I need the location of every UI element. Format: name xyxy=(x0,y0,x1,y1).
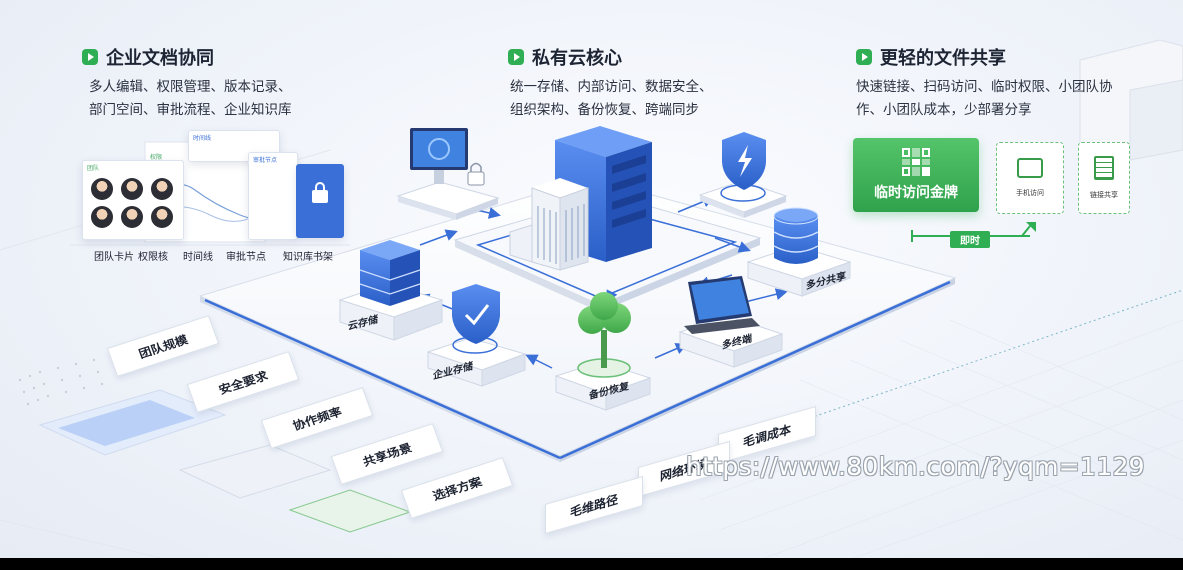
play-icon xyxy=(82,49,98,65)
lock-shackle xyxy=(315,182,325,192)
document-icon xyxy=(1094,156,1114,180)
avatar xyxy=(151,206,173,228)
bottom-bar xyxy=(0,558,1183,570)
play-icon xyxy=(508,49,524,65)
avatar xyxy=(91,206,113,228)
cloud-storage-stack-icon xyxy=(338,240,444,341)
section-desc-share: 快速链接、扫码访问、临时权限、小团队协 作、小团队成本，少部署分享 xyxy=(856,79,1113,118)
left-floor-panels xyxy=(38,389,412,533)
lock-icon xyxy=(312,190,328,203)
shield-lightning-icon xyxy=(698,132,788,218)
collab-label-team: 团队卡片 xyxy=(94,252,134,263)
collab-label-timeline: 时间线 xyxy=(183,252,213,263)
background-buildings xyxy=(1079,39,1183,161)
section-desc-core: 统一存储、内部访问、数据安全、 组织架构、备份恢复、跨端同步 xyxy=(510,79,713,118)
qr-code-icon xyxy=(902,148,930,176)
section-core: 私有云核心 统一存储、内部访问、数据安全、 组织架构、备份恢复、跨端同步 xyxy=(508,44,713,122)
instant-label: 即时 xyxy=(950,231,990,248)
knowledge-card xyxy=(296,164,344,238)
perm-card-header: 权限 xyxy=(150,154,163,161)
collab-label-approval: 审批节点 xyxy=(226,252,266,263)
monitor-lock-icon xyxy=(396,128,500,220)
chat-bubble-icon xyxy=(1017,158,1043,178)
enterprise-shield-icon xyxy=(426,284,527,387)
avatar xyxy=(121,206,143,228)
avatar xyxy=(151,178,173,200)
team-card: 团队 xyxy=(82,160,184,240)
section-title-core: 私有云核心 xyxy=(508,44,713,70)
section-desc-collab: 多人编辑、权限管理、版本记录、 部门空间、审批流程、企业知识库 xyxy=(89,79,292,118)
section-collab: 企业文档协同 多人编辑、权限管理、版本记录、 部门空间、审批流程、企业知识库 xyxy=(82,44,292,122)
avatar xyxy=(121,178,143,200)
section-title-collab: 企业文档协同 xyxy=(82,44,292,70)
approval-card: 审批节点 xyxy=(248,152,298,240)
database-icon xyxy=(746,207,852,297)
avatar xyxy=(91,178,113,200)
section-share: 更轻的文件共享 快速链接、扫码访问、临时权限、小团队协 作、小团队成本，少部署分… xyxy=(856,44,1113,122)
dot-field xyxy=(18,358,104,406)
office-building-icon xyxy=(509,178,589,271)
link-share-box[interactable]: 链接共享 xyxy=(1078,142,1130,214)
section-title-share: 更轻的文件共享 xyxy=(856,44,1113,70)
laptop-icon xyxy=(678,276,784,368)
watermark-url: https://www.80km.com/?yqm=1129 xyxy=(686,452,1145,481)
mobile-access-box[interactable]: 手机访问 xyxy=(996,142,1064,214)
tree-backup-icon xyxy=(554,292,652,411)
collab-label-knowledge: 知识库书架 xyxy=(283,252,333,263)
background-grid xyxy=(699,319,1183,570)
play-icon xyxy=(856,49,872,65)
collab-label-perm: 权限核 xyxy=(138,252,168,263)
temp-access-badge[interactable]: 临时访问金牌 xyxy=(853,138,979,212)
